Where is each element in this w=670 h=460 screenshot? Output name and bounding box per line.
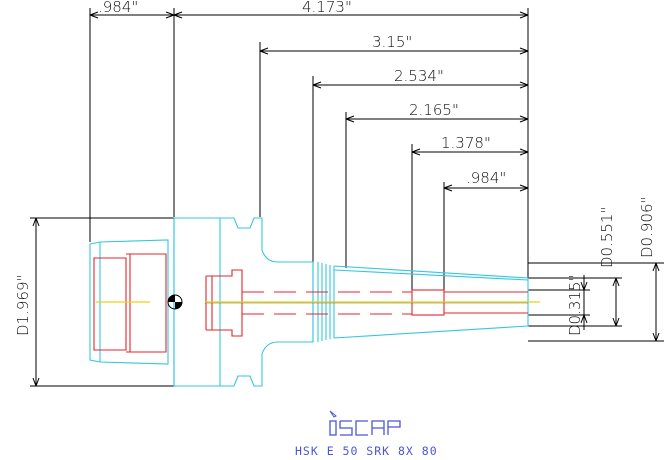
dim-label-315: 3.15"	[372, 33, 412, 51]
center-mark-icon	[167, 294, 183, 310]
dim-label-2534: 2.534"	[394, 67, 444, 85]
dim-label-d0551: D0.551"	[598, 207, 616, 268]
dim-label-4173: 4.173"	[302, 0, 352, 16]
dimension-lines	[30, 8, 664, 387]
dim-label-d0906: D0.906"	[638, 197, 656, 258]
dimension-labels: .984" 4.173" 3.15" 2.534" 2.165" 1.378" …	[14, 0, 656, 336]
dim-label-1378: 1.378"	[441, 134, 491, 152]
dim-label-984-top: .984"	[98, 0, 138, 16]
dim-label-984-bottom: .984"	[466, 169, 506, 187]
dim-label-d0315: D0.315"	[566, 275, 584, 336]
iscar-logo	[329, 410, 401, 436]
centerline	[96, 301, 540, 304]
dim-label-2165: 2.165"	[409, 101, 459, 119]
part-caption: HSK E 50 SRK 8X 80	[295, 444, 438, 458]
dim-label-d1969: D1.969"	[14, 275, 32, 336]
